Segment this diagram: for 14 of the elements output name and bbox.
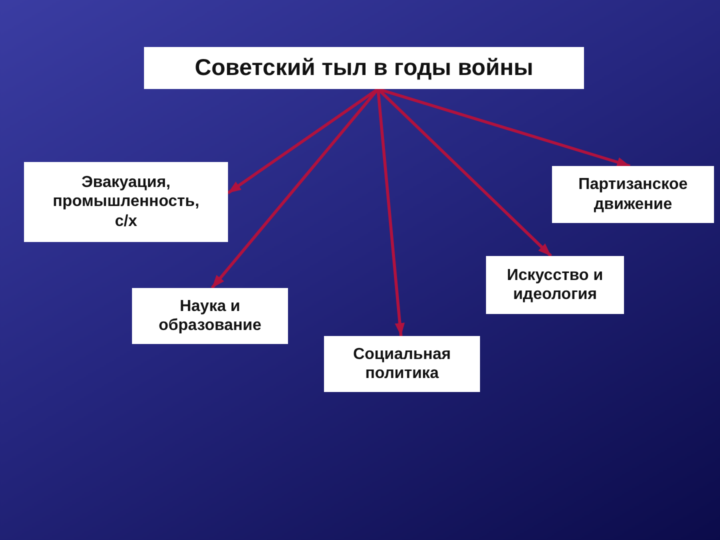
topic-label: Эвакуация, промышленность, с/х <box>52 173 200 231</box>
topic-box <box>486 256 624 314</box>
heading-box <box>144 47 584 89</box>
topic-label: Партизанское движение <box>577 175 689 214</box>
topic-box <box>552 166 714 223</box>
topic-box <box>324 336 480 392</box>
heading-text: Советский тыл в годы войны <box>194 54 534 82</box>
topic-label: Наука и образование <box>158 296 262 336</box>
topic-box <box>24 162 228 242</box>
topic-label: Социальная политика <box>352 344 452 384</box>
topic-box <box>132 288 288 344</box>
topic-label: Искусство и идеология <box>506 266 604 304</box>
arrow <box>376 88 405 336</box>
arrow <box>378 88 630 168</box>
